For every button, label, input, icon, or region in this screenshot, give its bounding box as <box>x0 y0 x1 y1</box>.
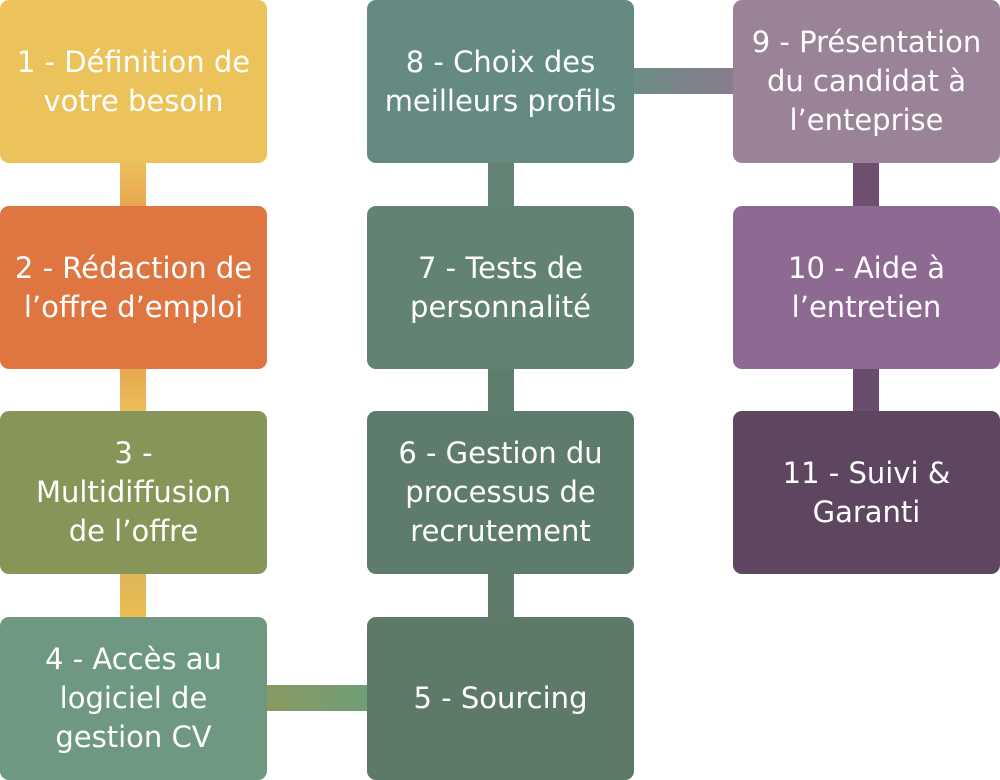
step-3-multidiffusion-box[interactable]: 3 - Multidiffusion de l’offre <box>0 411 267 574</box>
connector-3-4 <box>120 565 146 625</box>
step-5-sourcing-box[interactable]: 5 - Sourcing <box>367 617 634 780</box>
step-6-gestion-processus-box[interactable]: 6 - Gestion du processus de recrutement <box>367 411 634 574</box>
step-8-choix-profils-box[interactable]: 8 - Choix des meilleurs profils <box>367 0 634 163</box>
connector-9-10 <box>853 155 879 215</box>
connector-4-5 <box>260 685 375 711</box>
step-9-presentation-box[interactable]: 9 - Présentation du candidat à l’entepri… <box>733 0 1000 163</box>
connector-5-6 <box>488 565 514 625</box>
connector-2-3 <box>120 360 146 420</box>
step-7-tests-personnalite-box[interactable]: 7 - Tests de personnalité <box>367 206 634 369</box>
step-2-redaction-box[interactable]: 2 - Rédaction de l’offre d’emploi <box>0 206 267 369</box>
connector-7-8 <box>488 155 514 215</box>
step-1-definition-box[interactable]: 1 - Définition de votre besoin <box>0 0 267 163</box>
step-11-suivi-garanti-box[interactable]: 11 - Suivi & Garanti <box>733 411 1000 574</box>
connector-8-9 <box>625 68 743 94</box>
connector-6-7 <box>488 360 514 420</box>
step-10-aide-entretien-box[interactable]: 10 - Aide à l’entretien <box>733 206 1000 369</box>
step-4-acces-logiciel-box[interactable]: 4 - Accès au logiciel de gestion CV <box>0 617 267 780</box>
connector-10-11 <box>853 360 879 420</box>
connector-1-2 <box>120 155 146 215</box>
